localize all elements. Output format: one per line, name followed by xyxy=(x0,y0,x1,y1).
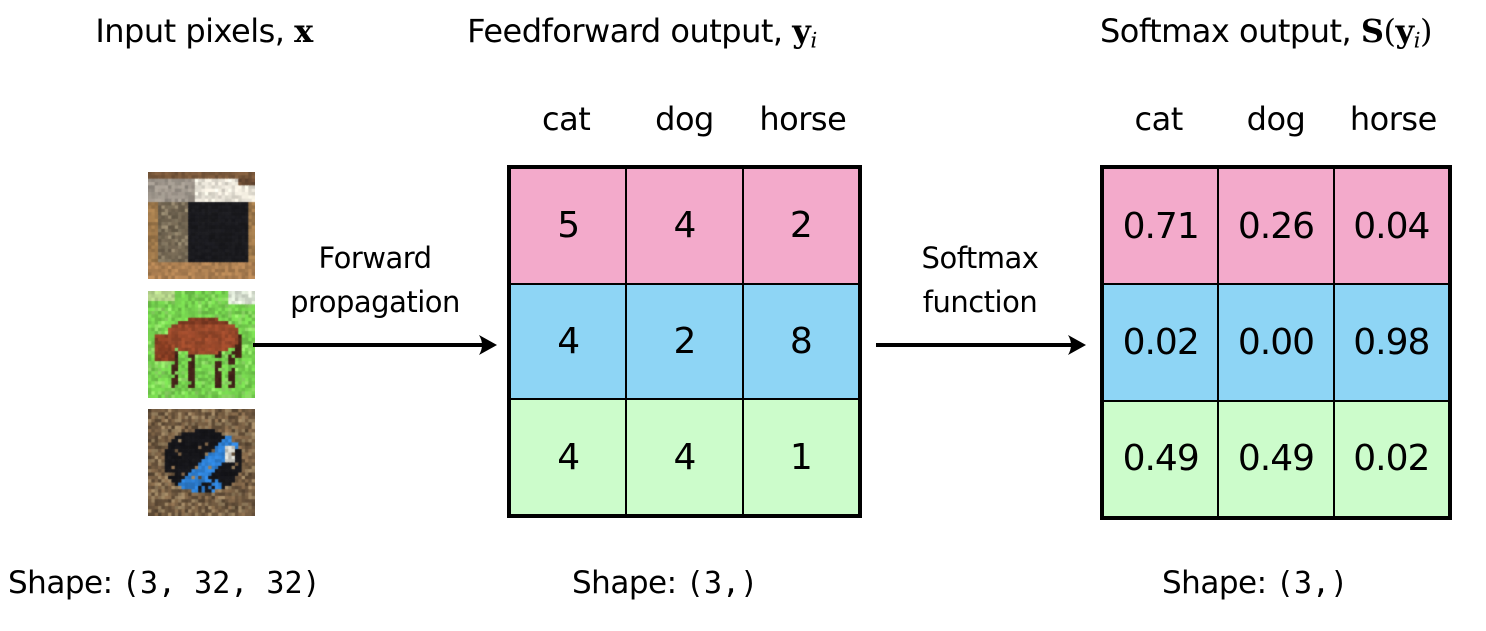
forward-propagation-label: Forward propagation xyxy=(290,241,460,319)
table-cell: 0.98 xyxy=(1333,284,1449,401)
table-cell: 4 xyxy=(626,399,743,515)
table-cell: 4 xyxy=(626,168,743,284)
math-y-symbol: y xyxy=(792,12,811,50)
table-cell: 4 xyxy=(510,283,627,400)
table-cell: 0.04 xyxy=(1333,168,1449,285)
feedforward-shape-caption: Shape: (3,) xyxy=(572,565,759,601)
table-cell: 8 xyxy=(742,283,859,400)
table-cell: 0.02 xyxy=(1333,400,1449,517)
feedforward-shape-value: (3,) xyxy=(685,566,759,601)
table-cell: 0.02 xyxy=(1103,284,1219,401)
column-header-dog: dog xyxy=(655,100,714,138)
table-cell: 5 xyxy=(510,168,627,284)
table-cell: 4 xyxy=(510,399,627,515)
input-shape-value: (3, 32, 32) xyxy=(121,566,321,601)
softmax-function-arrow xyxy=(876,335,1086,355)
softmax-function-label: Softmax function xyxy=(921,241,1039,319)
input-image-horse xyxy=(148,291,255,398)
column-header-cat: cat xyxy=(542,100,591,138)
column-header-horse: horse xyxy=(1349,100,1437,138)
table-cell: 0.49 xyxy=(1103,400,1219,517)
math-x-symbol: x xyxy=(294,12,313,50)
table-cell: 0.26 xyxy=(1218,168,1334,285)
math-i-subscript: i xyxy=(810,28,817,54)
input-image-cat xyxy=(148,172,255,279)
feedforward-table: 5 4 2 4 2 8 4 4 1 xyxy=(507,165,862,518)
column-header-dog: dog xyxy=(1246,100,1306,138)
softmax-table: 0.71 0.26 0.04 0.02 0.00 0.98 0.49 0.49 … xyxy=(1100,165,1452,520)
input-section-title: Input pixels, x xyxy=(95,12,313,50)
softmax-section-title: Softmax output, S(yi) xyxy=(1099,12,1433,54)
table-cell: 0.00 xyxy=(1218,284,1334,401)
table-cell: 2 xyxy=(742,168,859,284)
softmax-column-headers: cat dog horse xyxy=(1100,100,1452,138)
forward-propagation-arrow xyxy=(253,335,497,355)
math-S-symbol: S xyxy=(1360,12,1384,50)
math-i-subscript: i xyxy=(1413,28,1421,54)
table-cell: 2 xyxy=(626,283,743,400)
column-header-horse: horse xyxy=(759,100,847,138)
table-cell: 0.71 xyxy=(1103,168,1219,285)
input-shape-caption: Shape: (3, 32, 32) xyxy=(8,565,321,601)
input-image-dog xyxy=(148,409,255,516)
feedforward-column-headers: cat dog horse xyxy=(507,100,862,138)
column-header-cat: cat xyxy=(1134,100,1184,138)
table-cell: 1 xyxy=(742,399,859,515)
table-cell: 0.49 xyxy=(1218,400,1334,517)
math-y-symbol: y xyxy=(1395,12,1414,50)
softmax-shape-caption: Shape: (3,) xyxy=(1162,565,1349,601)
feedforward-section-title: Feedforward output, yi xyxy=(467,12,817,54)
softmax-shape-value: (3,) xyxy=(1275,566,1349,601)
